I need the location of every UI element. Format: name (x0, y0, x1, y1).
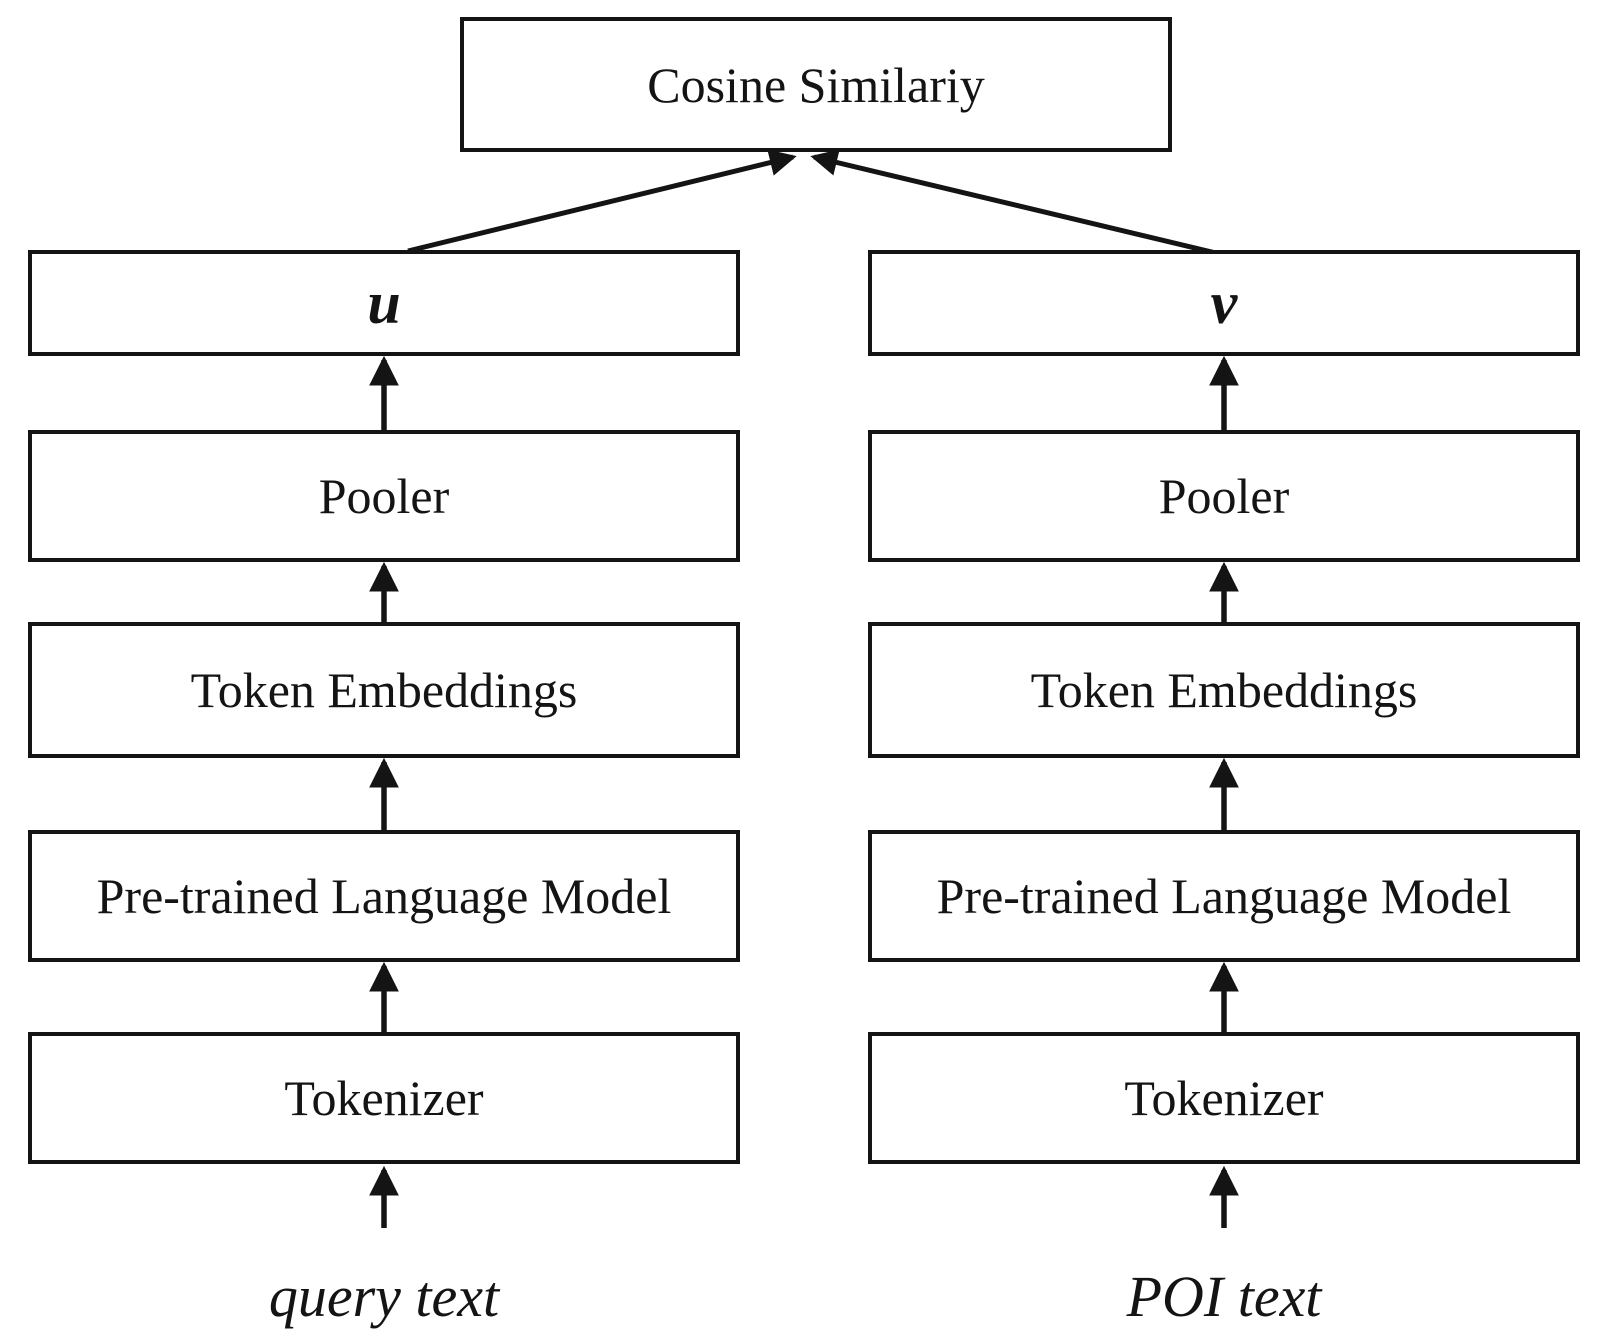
node-tokenizer-right: Tokenizer (868, 1032, 1580, 1164)
node-token-embeddings-right: Token Embeddings (868, 622, 1580, 758)
node-cosine-similarity: Cosine Similariy (460, 17, 1172, 152)
node-pretrained-language-model-left: Pre-trained Language Model (28, 830, 740, 962)
node-pooler-right: Pooler (868, 430, 1580, 562)
node-token-embeddings-left: Token Embeddings (28, 622, 740, 758)
arrow-v-to-cosine (810, 149, 1217, 256)
input-label-query-text: query text (268, 1264, 500, 1329)
input-label-poi-text: POI text (1126, 1264, 1322, 1329)
node-tokenizer-left: Tokenizer (28, 1032, 740, 1164)
node-vector-v: v (868, 250, 1580, 356)
node-pooler-left: Pooler (28, 430, 740, 562)
arrow-u-to-cosine (407, 149, 797, 254)
node-vector-u: u (28, 250, 740, 356)
node-pretrained-language-model-right: Pre-trained Language Model (868, 830, 1580, 962)
